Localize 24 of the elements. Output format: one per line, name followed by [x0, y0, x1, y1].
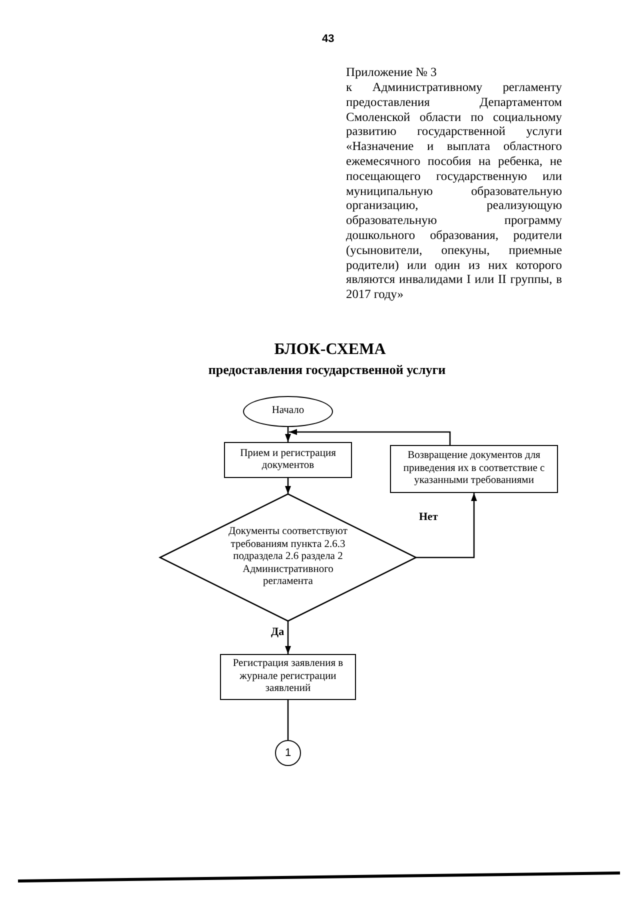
annex-heading: Приложение № 3 [346, 65, 438, 80]
diagram-subtitle: предоставления государственной услуги [207, 362, 447, 378]
flow-arrow [285, 621, 291, 654]
process-box [224, 442, 352, 478]
start-oval [243, 396, 333, 427]
flow-arrow [416, 493, 477, 558]
connector-line [287, 700, 289, 740]
node-text: Возвращение документов для приведения их в соответствие с указанными требованиями [402, 450, 546, 488]
page-number: 43 [322, 33, 334, 46]
connector-number: 1 [284, 747, 292, 759]
process-box [390, 445, 558, 493]
diagram-title: БЛОК-СХЕМА [273, 340, 387, 359]
flow-arrow [285, 478, 291, 494]
edge-label: Да [270, 626, 286, 639]
process-box [220, 654, 356, 700]
node-text: Начало [272, 405, 304, 418]
node-text: Регистрация заявления в журнале регистрации заявлений [232, 658, 344, 696]
annex-text: к Административному регламенту предоставления Департаментом Смоленской области по социальному развитию государственной услуги «Назначение и выплата областного ежемесячного пособия на ребенка, не посещающего государственную или муниципальную образовательную организацию, реализующую образовательную программу дошкольного образования, родители (усыновители, опекуны, приемные родители) или один из них которого являются инвалидами I или II группы, в 2017 году» [346, 80, 562, 302]
flow-arrow [289, 429, 451, 445]
decision-diamond [160, 494, 416, 621]
node-text: Прием и регистрация документов [239, 448, 337, 472]
node-text: Документы соответствуют требованиям пункта 2.6.3 подраздела 2.6 раздела 2 Административного регламента [228, 526, 348, 589]
connector-circle [275, 740, 301, 766]
flow-arrow [285, 427, 291, 442]
